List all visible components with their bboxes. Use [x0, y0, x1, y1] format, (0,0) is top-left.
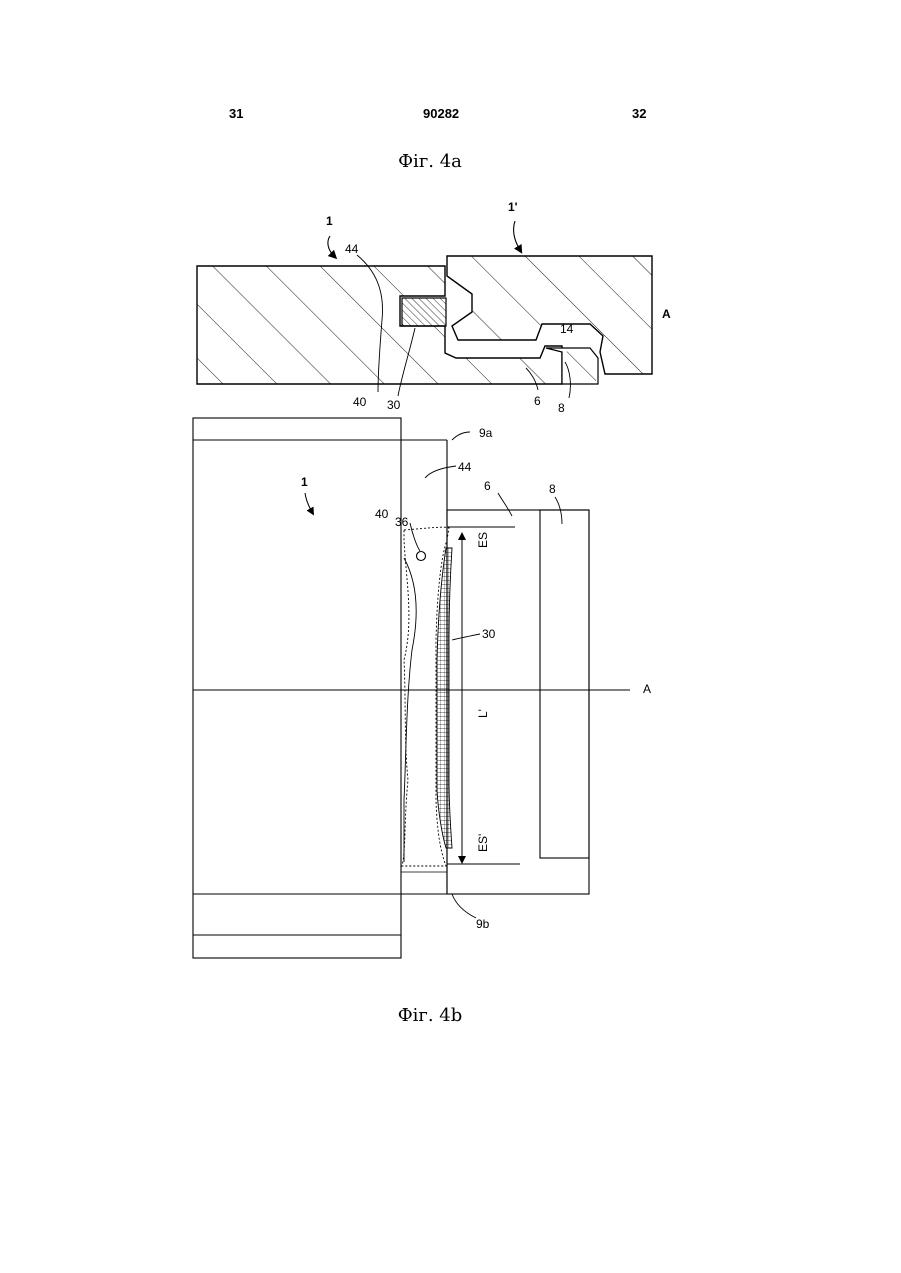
label-panel-1-prime: 1' [508, 200, 518, 214]
label-6: 6 [534, 394, 541, 408]
label-14: 14 [560, 322, 574, 336]
label-40: 40 [353, 395, 367, 409]
label-axis-a: A [643, 682, 651, 696]
label-6-plan: 6 [484, 479, 491, 493]
label-44: 44 [345, 242, 359, 256]
label-8: 8 [558, 401, 565, 415]
panel-1-plan [193, 418, 401, 958]
figure-4b-labels: 9a 44 6 8 1 40 36 30 A ES L' ES' 9b [301, 426, 651, 931]
insert-30-plan [437, 548, 452, 848]
label-8-plan: 8 [549, 482, 556, 496]
tongue-8-plan [540, 510, 589, 858]
figure-4b [193, 418, 630, 958]
label-es: ES [476, 532, 490, 548]
label-44-plan: 44 [458, 460, 472, 474]
label-l-prime: L' [476, 709, 490, 718]
label-9a: 9a [479, 426, 493, 440]
label-panel-1: 1 [326, 214, 333, 228]
insert-strip-30 [402, 298, 446, 326]
groove-6 [447, 510, 589, 894]
label-axis-a-top: A [662, 307, 671, 321]
label-30: 30 [387, 398, 401, 412]
label-1-plan: 1 [301, 475, 308, 489]
label-40-plan: 40 [375, 507, 389, 521]
figure-4a: 1 1' 44 40 30 6 8 14 A [197, 200, 671, 415]
label-36: 36 [395, 515, 409, 529]
label-30-plan: 30 [482, 627, 496, 641]
label-es-prime: ES' [476, 834, 490, 852]
figure-4b-caption: Фіг. 4b [398, 1005, 463, 1026]
label-9b: 9b [476, 917, 490, 931]
